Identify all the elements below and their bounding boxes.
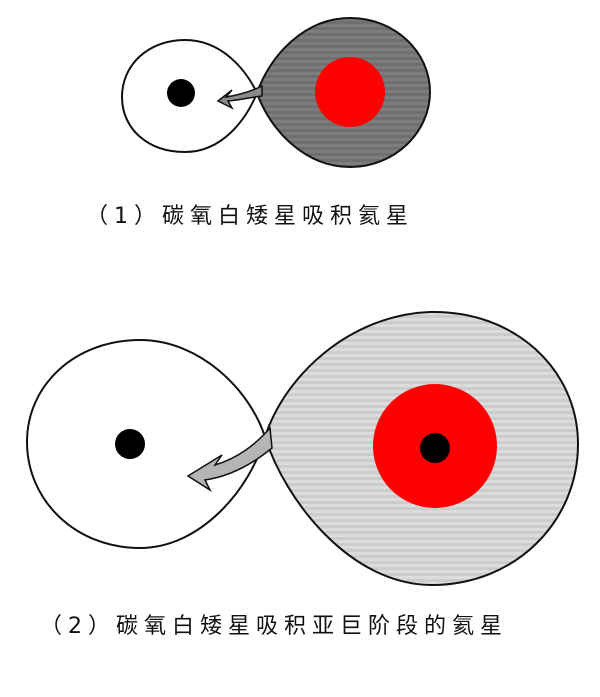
- panel-2-mass-transfer-stream: [186, 426, 273, 493]
- panel-1-caption: （1）碳氧白矮星吸积氦星: [86, 204, 414, 229]
- panel-2: [25, 310, 580, 587]
- panel-1: [120, 16, 432, 169]
- panel-1-mass-transfer-stream: [216, 84, 263, 110]
- panel-2-caption: （2）碳氧白矮星吸积亚巨阶段的氦星: [40, 614, 508, 639]
- panel-2-white-dwarf-roche-lobe: [25, 338, 267, 550]
- panel-2-donor-star-inner-core: [420, 433, 450, 463]
- panel-1-donor-star-core: [315, 57, 385, 127]
- panel-1-white-dwarf-core: [167, 79, 195, 107]
- panel-2-white-dwarf-core: [115, 429, 145, 459]
